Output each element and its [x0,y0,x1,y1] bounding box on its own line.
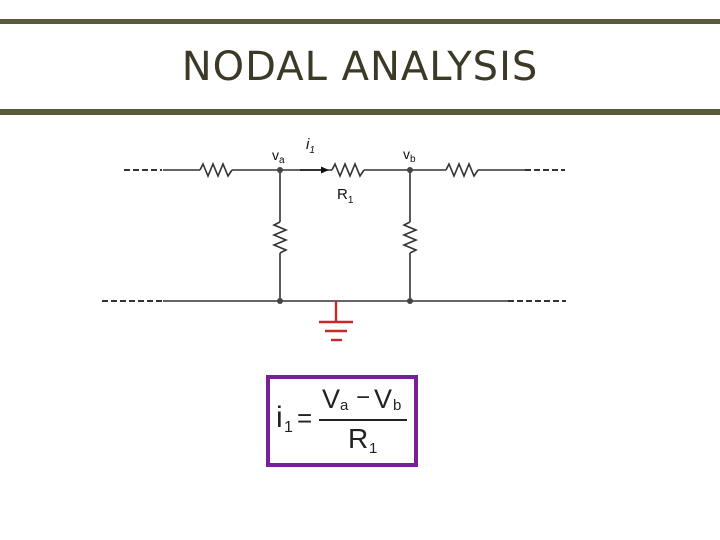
node-dot-bottom-a [277,298,283,304]
bottom-rule [0,109,720,115]
resistor-r1 [331,161,365,179]
formula-box: i 1 = V a − V b R 1 [266,375,418,467]
formula-num-b-sub: b [393,397,402,414]
current-arrow-head [321,166,329,174]
formula-lhs-sub: 1 [284,419,293,436]
resistor-vertical-a [271,221,289,254]
formula-lhs: i [276,401,283,434]
node-dot-bottom-b [407,298,413,304]
formula-minus: − [356,384,371,411]
node-dot-b [407,167,413,173]
fraction-bar [319,419,407,421]
resistor-r1-label: R1 [337,186,354,206]
formula-num-a: V [322,384,341,414]
node-b-label: vb [403,146,416,165]
top-rule [0,19,720,24]
node-dot-a [277,167,283,173]
formula-equals: = [297,403,313,433]
formula-den-sub: 1 [369,440,378,457]
resistor-left [199,161,233,179]
slide-title: NODAL ANALYSIS [181,44,539,90]
ground-icon [319,301,353,342]
current-label: i1 [306,136,315,156]
formula-den: R [348,423,369,454]
node-a-label: va [272,147,285,166]
formula-num-a-sub: a [340,397,349,414]
resistor-vertical-b [401,221,419,254]
resistor-right [445,161,479,179]
formula-num-b: V [374,384,393,414]
